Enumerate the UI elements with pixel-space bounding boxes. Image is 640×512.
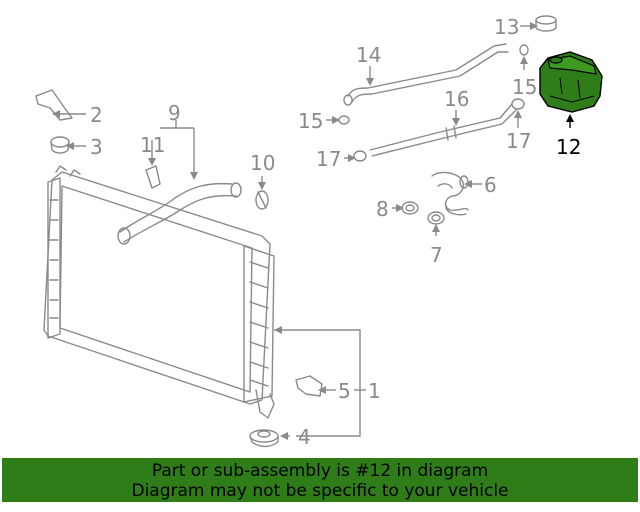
callout-16[interactable]: 16 (444, 87, 469, 111)
callout-9[interactable]: 9 (168, 101, 181, 125)
callout-5[interactable]: 5 (338, 379, 351, 403)
callout-8[interactable]: 8 (376, 197, 389, 221)
clamp-15b[interactable] (519, 44, 529, 56)
hose-6[interactable] (431, 171, 469, 216)
radiator[interactable] (43, 165, 275, 419)
banner-line-2: Diagram may not be specific to your vehi… (131, 481, 509, 501)
callout-4[interactable]: 4 (298, 425, 311, 449)
info-banner: Part or sub-assembly is #12 in diagram D… (2, 458, 638, 502)
hose-clamp-10[interactable] (255, 190, 269, 210)
clamp-15a[interactable] (338, 115, 350, 125)
callout-3[interactable]: 3 (90, 135, 103, 159)
insulator-4[interactable] (249, 429, 279, 448)
hose-clip-11[interactable] (145, 165, 161, 189)
cap-13[interactable] (535, 15, 557, 32)
callout-11[interactable]: 11 (140, 133, 165, 157)
parts-diagram: 1 2 3 4 5 6 7 8 9 10 11 12 13 14 15 15 1… (35, 15, 603, 449)
clamp-8[interactable] (401, 201, 419, 215)
callout-6[interactable]: 6 (484, 173, 497, 197)
hose-16[interactable] (369, 103, 517, 157)
callout-1[interactable]: 1 (368, 379, 381, 403)
hose-14[interactable] (343, 43, 509, 106)
clamp-17b[interactable] (511, 98, 525, 110)
coolant-reservoir-12[interactable] (539, 51, 603, 113)
callout-17a[interactable]: 17 (316, 147, 341, 171)
callout-12[interactable]: 12 (556, 135, 581, 159)
clamp-7[interactable] (427, 211, 445, 225)
callout-7[interactable]: 7 (430, 243, 443, 267)
callout-2[interactable]: 2 (90, 103, 103, 127)
callout-14[interactable]: 14 (356, 43, 381, 67)
callout-17b[interactable]: 17 (506, 129, 531, 153)
insulator-3[interactable] (50, 136, 70, 154)
callout-10[interactable]: 10 (250, 151, 275, 175)
upper-radiator-hose[interactable] (117, 182, 242, 245)
bracket-2[interactable] (35, 89, 73, 121)
callout-15b[interactable]: 15 (512, 75, 537, 99)
callout-13[interactable]: 13 (494, 15, 519, 39)
sensor-5[interactable] (295, 375, 323, 397)
clamp-17a[interactable] (353, 150, 367, 162)
banner-line-1: Part or sub-assembly is #12 in diagram (151, 461, 489, 481)
callout-15a[interactable]: 15 (298, 109, 323, 133)
